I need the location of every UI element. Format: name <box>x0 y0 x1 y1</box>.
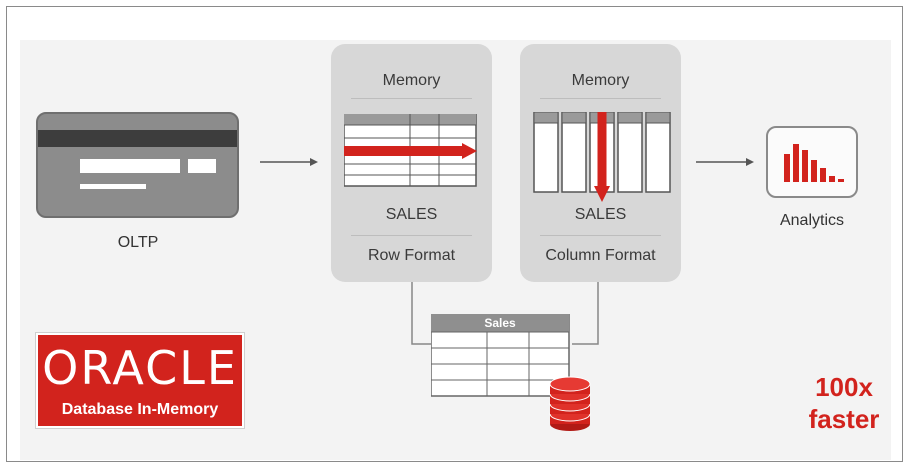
card-line <box>188 159 216 173</box>
divider <box>351 235 472 236</box>
oracle-subtitle: Database In-Memory <box>61 401 219 418</box>
oltp-card-icon <box>36 112 239 218</box>
speed-word: faster <box>808 404 880 434</box>
connector-lines <box>411 282 599 345</box>
divider <box>540 98 661 99</box>
oracle-wordmark: ORACLE <box>42 341 238 395</box>
disk-stack-icon <box>549 376 591 431</box>
column-format-panel: Memory SALES Column Format <box>520 44 681 282</box>
bar-chart-icon <box>784 144 844 182</box>
card-line <box>80 159 180 173</box>
column-table-icon <box>533 112 671 202</box>
analytics-caption: Analytics <box>779 212 845 229</box>
divider <box>540 235 661 236</box>
card-magnetic-stripe <box>38 130 237 147</box>
memory-label: Memory <box>571 72 630 89</box>
oltp-caption: OLTP <box>117 234 159 251</box>
row-format-panel: Memory SALES Row Format <box>331 44 492 282</box>
speed-callout: 100x faster <box>794 371 894 435</box>
row-table-icon <box>344 114 477 187</box>
oracle-logo: ORACLE Database In-Memory <box>36 333 244 428</box>
divider <box>351 98 472 99</box>
sales-table-label: SALES <box>574 206 627 223</box>
storage-table-grid <box>431 314 570 397</box>
arrow-right-icon <box>260 158 318 166</box>
card-line <box>80 184 146 189</box>
column-format-label: Column Format <box>545 247 656 264</box>
row-format-label: Row Format <box>367 247 456 264</box>
analytics-icon-box <box>766 126 858 198</box>
memory-label: Memory <box>382 72 441 89</box>
sales-table-label: SALES <box>385 206 438 223</box>
storage-table-header: Sales <box>484 316 516 330</box>
storage-table: Sales <box>431 314 571 398</box>
speed-multiplier: 100x <box>815 372 873 402</box>
arrow-right-icon <box>696 158 754 166</box>
